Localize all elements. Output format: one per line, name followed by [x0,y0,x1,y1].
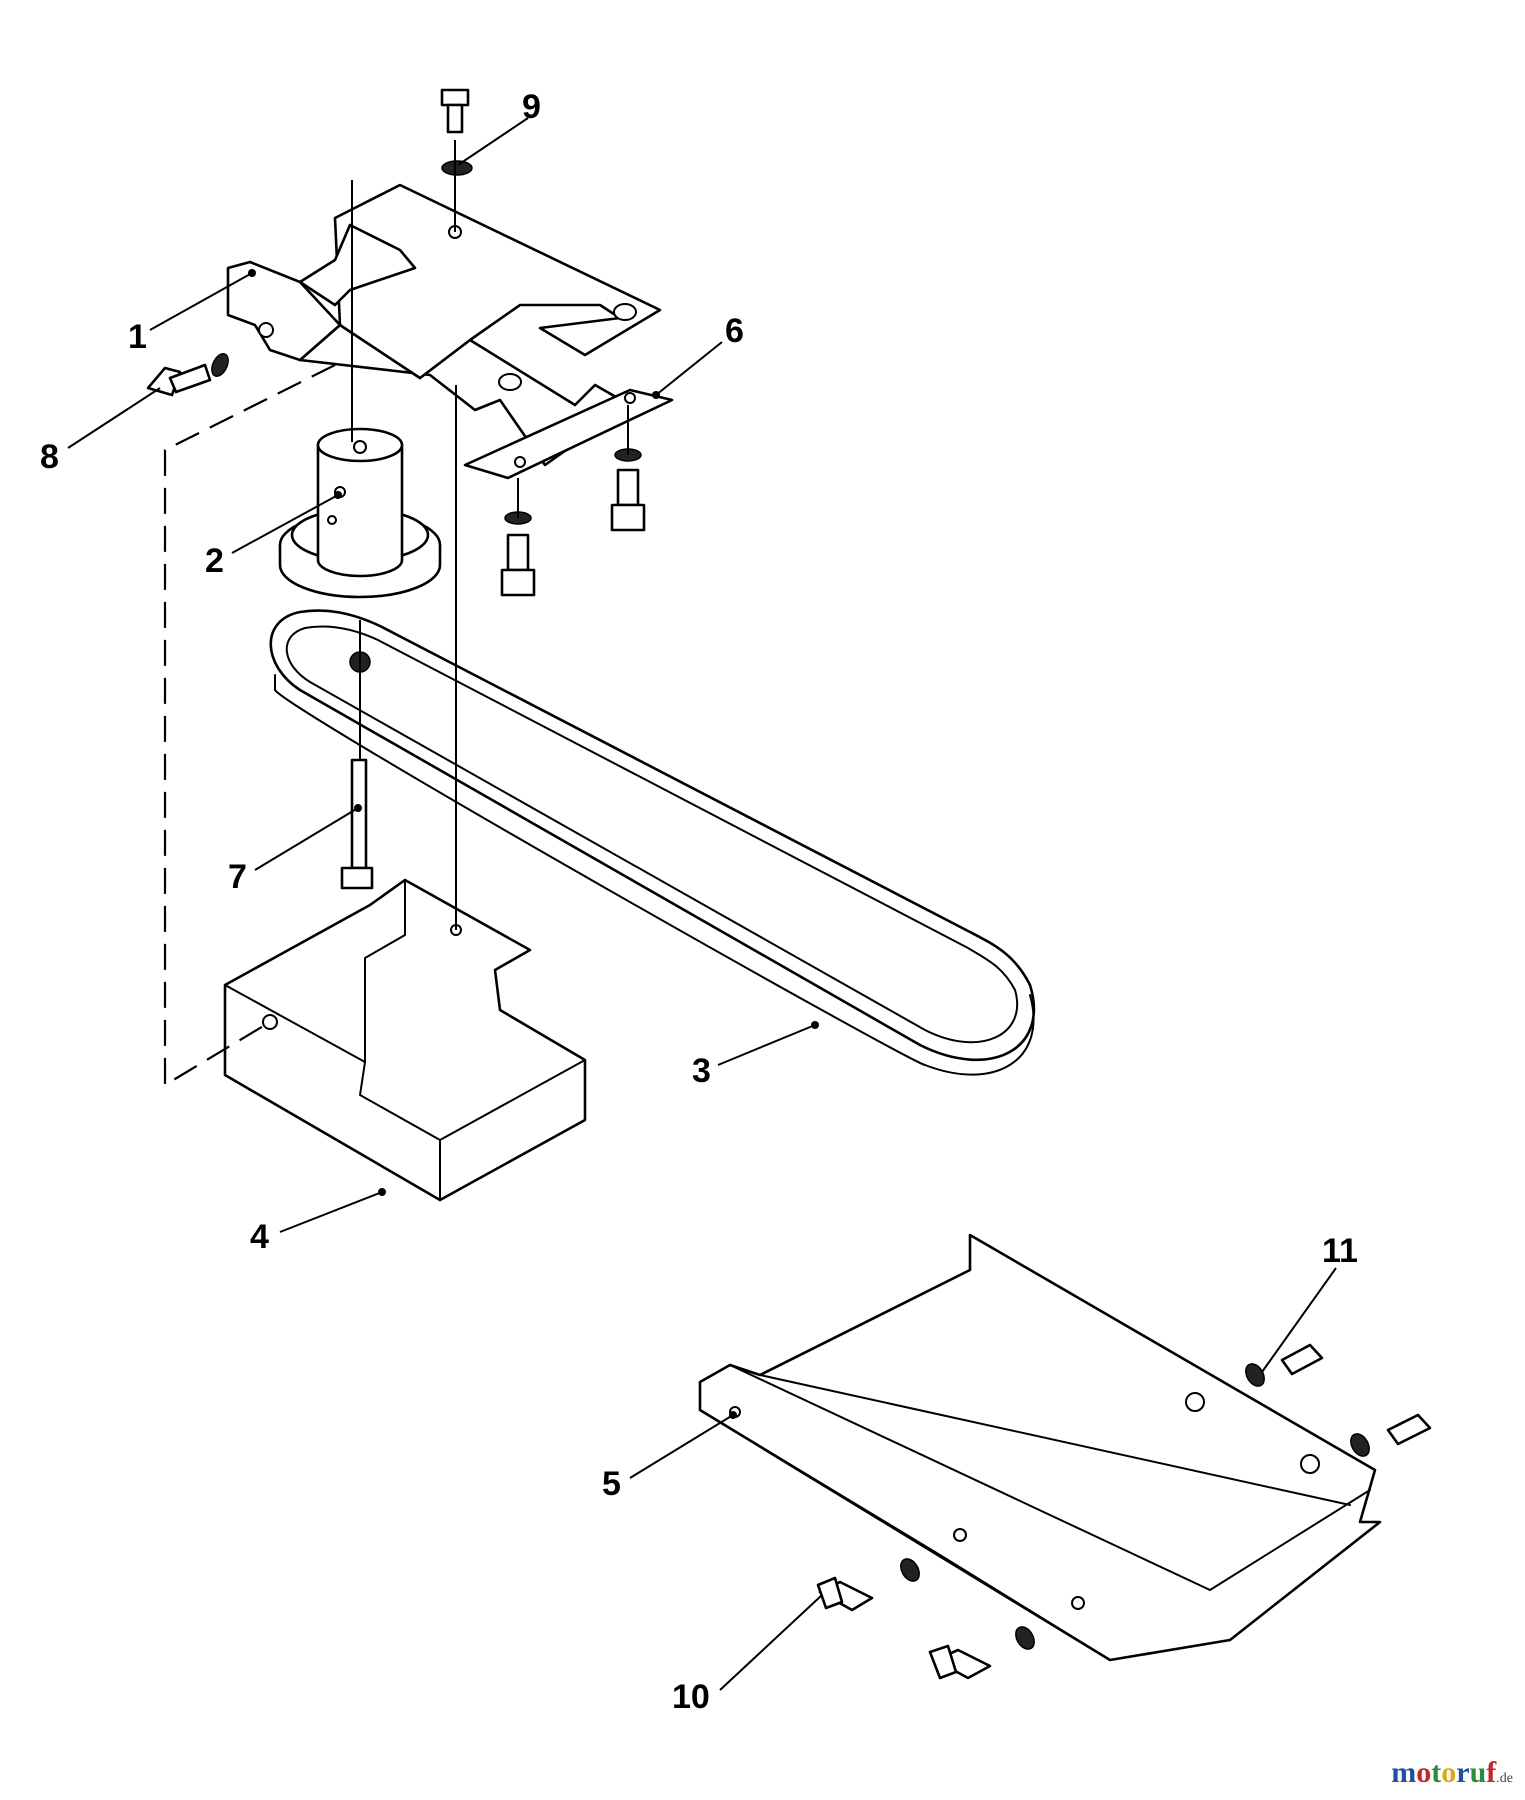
callout-3: 3 [692,1052,711,1090]
brand-letter: u [1469,1756,1487,1789]
callout-11: 11 [1322,1232,1358,1270]
callout-leaders [67,117,1337,1691]
callout-4: 4 [250,1218,269,1256]
brand-watermark: motoruf.de [1391,1756,1513,1790]
brand-letter: m [1391,1756,1417,1789]
assembly-lines [163,140,629,1087]
plate-bolts [500,448,646,597]
callout-7: 7 [228,858,247,896]
bolt-9 [440,88,473,176]
callout-1: 1 [128,318,147,356]
belt [269,609,1036,1076]
bolt-8 [146,352,229,397]
pin [340,758,374,890]
callout-2: 2 [205,542,224,580]
belt-guard [223,878,587,1202]
brand-letter: o [1441,1756,1457,1789]
callout-numbers: 1 2 3 4 5 6 7 8 9 10 11 [40,88,1358,1716]
brand-letter: o [1416,1756,1432,1789]
callout-10: 10 [672,1678,710,1716]
brand-letter: t [1431,1756,1442,1789]
brand-suffix: .de [1496,1771,1513,1786]
callout-5: 5 [602,1465,621,1503]
pulley [278,427,442,599]
callout-6: 6 [725,312,744,350]
chute [698,1233,1382,1662]
plate [463,388,674,480]
brand-letter: r [1456,1756,1470,1789]
brand-letter: f [1486,1756,1497,1789]
chute-bolts [816,1343,1432,1680]
callout-9: 9 [522,88,541,126]
callout-8: 8 [40,438,59,476]
